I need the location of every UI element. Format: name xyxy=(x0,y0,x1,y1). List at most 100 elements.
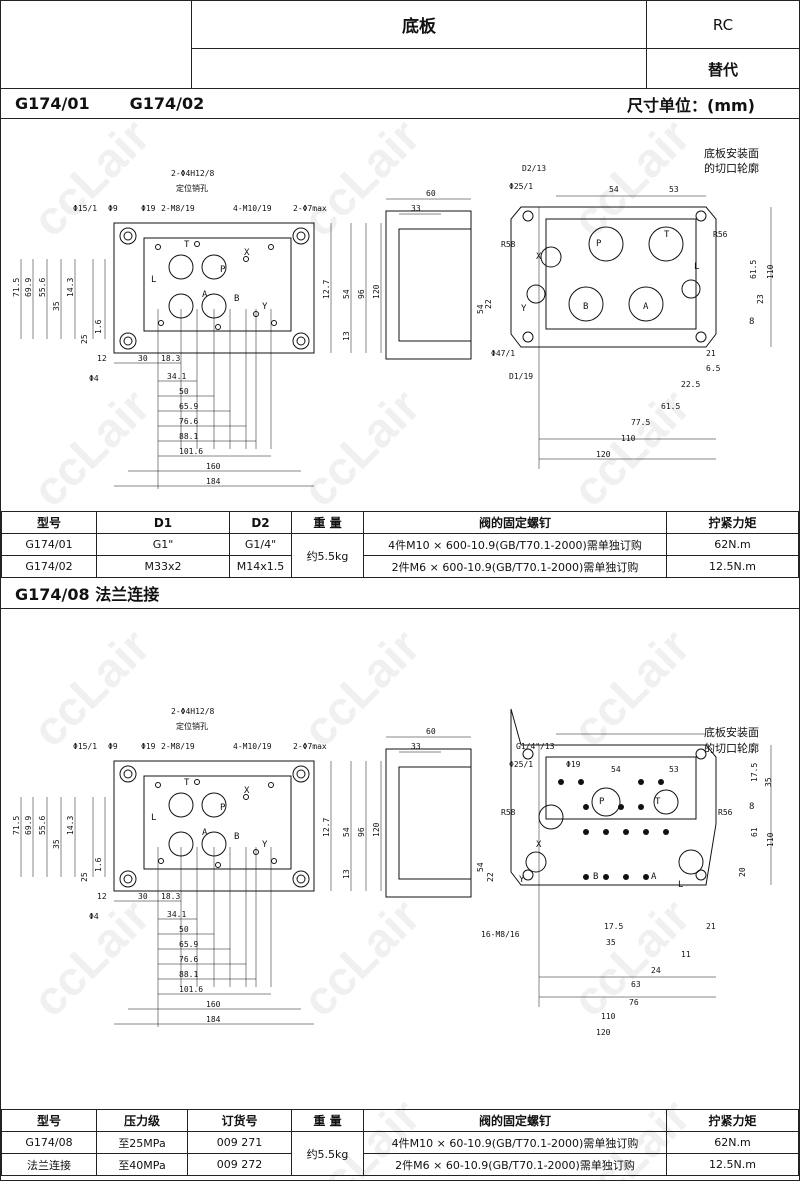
thread-hole xyxy=(558,779,564,785)
mounting-hole xyxy=(522,331,534,343)
dimension-label: 35 xyxy=(606,938,616,947)
dimension-label: 53 xyxy=(669,765,679,774)
dimension-label: 60 xyxy=(426,189,436,198)
cell-model: G174/01 xyxy=(1,533,97,556)
cutout-contour xyxy=(545,756,697,820)
dimension-label: 33 xyxy=(411,742,421,751)
dimension-label: 18.3 xyxy=(161,892,180,901)
dimension-label: 54 xyxy=(609,185,619,194)
dimension-label: 11 xyxy=(681,950,691,959)
dimension-label: 110 xyxy=(601,1012,616,1021)
dimension-label: 96 xyxy=(357,827,366,837)
dimension-label: 53 xyxy=(669,185,679,194)
port-circle xyxy=(168,254,194,280)
dimension-label: R58 xyxy=(501,240,516,249)
dimension-label: 14.3 xyxy=(66,278,75,297)
dimension-label: 30 xyxy=(138,892,148,901)
port-letter: A xyxy=(651,872,657,882)
thread-hole xyxy=(623,874,629,880)
port-letter: 8 xyxy=(749,317,754,327)
callout-label: Φ15/1 xyxy=(73,742,97,751)
dimension-label: 76.6 xyxy=(179,417,198,426)
mounting-hole xyxy=(292,870,310,888)
port-letter: L xyxy=(678,880,683,890)
port-circle xyxy=(588,226,624,262)
dimension-label: 110 xyxy=(766,264,775,279)
right-plate-outline xyxy=(510,708,717,886)
small-hole xyxy=(268,782,274,788)
dimension-label: 12.7 xyxy=(322,818,331,837)
callout-label: 2-Φ7max xyxy=(293,742,327,751)
dimension-label: 22.5 xyxy=(681,380,700,389)
port-letter: A xyxy=(202,290,208,300)
dimension-label: 120 xyxy=(596,1028,611,1037)
dimension-label: 160 xyxy=(206,462,221,471)
raised-face xyxy=(143,237,292,332)
cell-torque: 62N.m xyxy=(666,1131,799,1154)
callout-label: 2-M8/19 xyxy=(161,204,195,213)
dimension-label: 54 xyxy=(342,827,351,837)
dimension-label: 24 xyxy=(651,966,661,975)
col-header: 订货号 xyxy=(187,1109,292,1132)
cell-model: G174/08 xyxy=(1,1131,97,1154)
dimension-label: Φ25/1 xyxy=(509,182,533,191)
dimension-label: 71.5 xyxy=(12,816,21,835)
dimension-label: 34.1 xyxy=(167,910,186,919)
small-hole xyxy=(194,241,200,247)
dimension-label: 54 xyxy=(611,765,621,774)
dimension-label: 22 xyxy=(486,872,495,882)
small-hole xyxy=(243,794,249,800)
dimension-label: 54 xyxy=(476,862,485,872)
callout-label: 2-M8/19 xyxy=(161,742,195,751)
port-circle xyxy=(653,789,679,815)
port-circle xyxy=(591,787,621,817)
dimension-label: 18.3 xyxy=(161,354,180,363)
small-hole xyxy=(215,862,221,868)
page-title: 底板 xyxy=(402,17,436,37)
mounting-hole xyxy=(292,332,310,350)
port-letter: T xyxy=(664,230,670,240)
dimension-label: 69.9 xyxy=(24,278,33,297)
dimension-label: D1/19 xyxy=(509,372,533,381)
port-letter: Y xyxy=(521,304,527,314)
dimension-label: 54 xyxy=(476,304,485,314)
mounting-hole xyxy=(695,210,707,222)
cell-bolt: 2件M6 × 60-10.9(GB/T70.1-2000)需单独订购 xyxy=(363,1153,667,1176)
port-letter: L xyxy=(151,275,156,285)
port-letter: P xyxy=(220,803,226,813)
dimension-label: 63 xyxy=(631,980,641,989)
raised-face xyxy=(143,775,292,870)
col-header: 型号 xyxy=(1,511,97,534)
section1-header: G174/01 G174/02 尺寸单位：(mm) xyxy=(1,89,799,119)
dimension-label: 13 xyxy=(342,331,351,341)
port-circle xyxy=(540,246,562,268)
table-row: G174/02 M33x2 M14x1.5 2件M6 × 600-10.9(GB… xyxy=(1,555,799,578)
small-hole xyxy=(271,320,277,326)
small-hole xyxy=(194,779,200,785)
spec-table-2: 型号 压力级 订货号 重 量 阀的固定螺钉 拧紧力矩 G174/08 至25MP… xyxy=(1,1109,799,1176)
port-letter: B xyxy=(593,872,598,882)
dimension-label: 14.3 xyxy=(66,816,75,835)
cell-d2: M14x1.5 xyxy=(229,555,292,578)
dimension-label: 25 xyxy=(80,872,89,882)
dimension-label: 61.5 xyxy=(749,260,758,279)
cell-weight: 约5.5kg xyxy=(291,1131,364,1176)
port-circle xyxy=(168,792,194,818)
dimension-label: 60 xyxy=(426,727,436,736)
callout-label: 定位销孔 xyxy=(176,721,208,731)
mounting-hole xyxy=(695,748,707,760)
mounting-hole xyxy=(119,870,137,888)
port-letter: X xyxy=(536,840,542,850)
mounting-hole-inner xyxy=(123,231,133,241)
side-view-body xyxy=(398,766,472,880)
contour-note: 的切口轮廓 xyxy=(704,161,759,175)
dimension-label: 96 xyxy=(357,289,366,299)
small-hole xyxy=(158,320,164,326)
dimension-label: 55.6 xyxy=(38,278,47,297)
mounting-hole xyxy=(292,227,310,245)
port-letter: A xyxy=(202,828,208,838)
cell-d1: M33x2 xyxy=(96,555,230,578)
cell-torque: 62N.m xyxy=(666,533,799,556)
